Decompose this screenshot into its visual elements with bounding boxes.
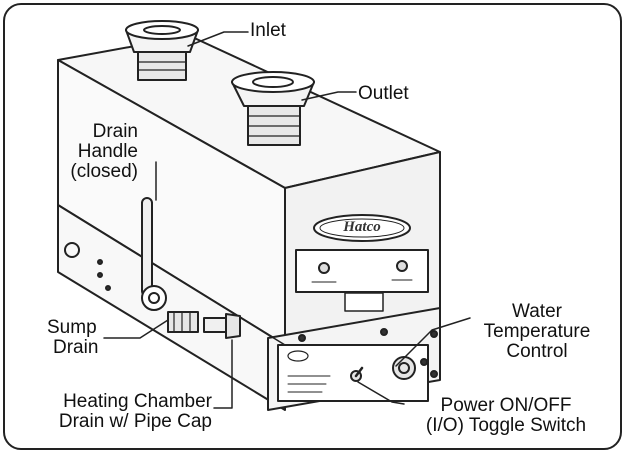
drain-handle-label-line-1: Drain <box>92 121 138 142</box>
pipe-cap-fitting <box>203 313 241 339</box>
drain-handle <box>141 197 167 311</box>
brand-logo: Hatco <box>343 219 381 235</box>
power-switch-label: Power ON/OFF (I/O) Toggle Switch <box>402 396 610 436</box>
heating-chamber-label-line-1: Heating Chamber <box>63 391 212 412</box>
sump-drain-label-line-2: Drain <box>53 337 99 358</box>
water-temperature-label-line-2: Temperature <box>483 321 591 342</box>
diagram-frame <box>3 3 622 450</box>
upper-control-panel <box>295 249 429 293</box>
temperature-knob <box>392 356 416 380</box>
heating-chamber-label: Heating Chamber Drain w/ Pipe Cap <box>20 392 212 432</box>
outlet-label: Outlet <box>358 83 409 104</box>
outlet-fitting <box>231 71 315 146</box>
water-temperature-label-line-1: Water <box>512 301 562 322</box>
water-temperature-label-line-3: Control <box>506 341 568 362</box>
inlet-fitting <box>125 20 199 81</box>
sump-drain-fitting <box>167 311 199 333</box>
heating-chamber-label-line-2: Drain w/ Pipe Cap <box>58 411 212 432</box>
sump-drain-label-line-1: Sump <box>47 317 97 338</box>
drain-handle-label-line-2: Handle <box>77 141 138 162</box>
drain-handle-label: Drain Handle (closed) <box>48 122 138 182</box>
brand-oval <box>313 214 411 242</box>
leader-lines <box>103 31 471 409</box>
data-plate <box>344 292 384 312</box>
water-temperature-label: Water Temperature Control <box>468 302 606 362</box>
sump-drain-label: Sump Drain <box>47 318 98 358</box>
power-switch-label-line-1: Power ON/OFF <box>440 395 572 416</box>
inlet-label: Inlet <box>250 20 286 41</box>
power-switch-label-line-2: (I/O) Toggle Switch <box>425 415 587 436</box>
drain-handle-label-line-3: (closed) <box>70 161 138 182</box>
